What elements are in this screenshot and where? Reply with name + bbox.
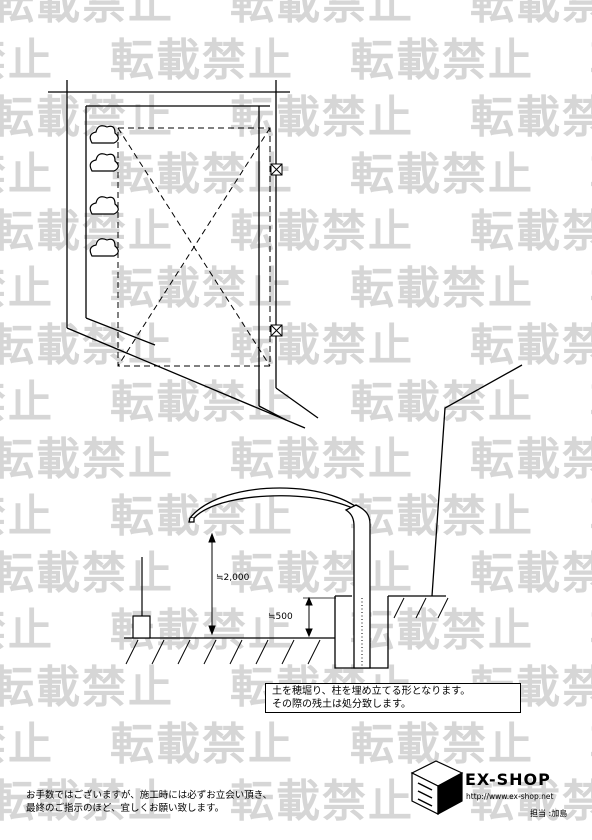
footer-line-2: 最終のご指示のほど、宜しくお願い致します。	[26, 803, 225, 814]
footer-line-1: お手数ではございますが、施工時には必ずお立会い頂き、	[26, 790, 273, 801]
watermark-text: 転載禁止	[470, 434, 592, 485]
dim-2000-arrow-bottom	[208, 625, 216, 636]
watermark-text: 転載禁止	[350, 377, 534, 428]
watermark-text: 転載禁止	[350, 149, 534, 200]
watermark-text: 転載禁止	[0, 263, 54, 314]
watermark-text: 転載禁止	[470, 92, 592, 143]
watermark-text: 転載禁止	[0, 548, 174, 599]
shrub-icon	[89, 196, 119, 215]
leader-line	[431, 364, 523, 597]
watermark-text: 転載禁止	[0, 92, 174, 143]
watermark-text: 転載禁止	[0, 491, 54, 542]
watermark-text: 転載禁止	[0, 434, 174, 485]
dimension-lines	[208, 532, 336, 638]
watermark-text: 転載禁止	[230, 92, 414, 143]
carport-outline-dashed	[117, 127, 271, 367]
watermark-text: 転載禁止	[0, 605, 54, 656]
ground-hatching	[125, 597, 449, 665]
watermark-text: 転載禁止	[110, 263, 294, 314]
watermark-text: 転載禁止	[470, 548, 592, 599]
watermark-text: 転載禁止	[230, 434, 414, 485]
plan-bottom-slant	[66, 327, 306, 429]
elevation-view	[124, 364, 523, 669]
watermark-text: 転載禁止	[230, 206, 414, 257]
note-line-2: その際の残土は処分致します。	[272, 699, 411, 710]
carport-diagonal-b	[117, 127, 271, 367]
watermark-text: 転載禁止	[230, 776, 414, 827]
carport-roof-footprint	[117, 127, 271, 367]
watermark-text: 転載禁止	[110, 149, 294, 200]
watermark-text: 転載禁止	[230, 0, 414, 29]
watermark-text: 転載禁止	[590, 719, 592, 770]
watermark-text: 転載禁止	[0, 320, 174, 371]
reference-base	[132, 615, 151, 639]
watermark-text: 転載禁止	[230, 548, 414, 599]
excavation-note: 土を穂堀り、柱を埋め立てる形となります。 その際の残土は処分致します。	[265, 683, 521, 713]
watermark-text: 転載禁止	[470, 206, 592, 257]
plan-right-wall-foot-inner	[258, 405, 287, 421]
shrub-icon	[89, 125, 119, 144]
dimension-label-500: ≒500	[268, 612, 293, 622]
watermark-text: 転載禁止	[110, 35, 294, 86]
watermark-text: 転載禁止	[0, 149, 54, 200]
plan-inner-slant	[85, 317, 156, 346]
watermark-text: 転載禁止	[0, 776, 174, 827]
carport-structure	[188, 487, 371, 669]
watermark-text: 転載禁止	[110, 377, 294, 428]
watermark-text: 転載禁止	[470, 776, 592, 827]
watermark-text: 転載禁止	[0, 0, 174, 29]
watermark-text: 転載禁止	[590, 377, 592, 428]
carport-roof-end	[188, 517, 195, 523]
shrub-icon	[89, 238, 119, 257]
shrub-icon	[89, 153, 119, 172]
watermark-text: 転載禁止	[590, 263, 592, 314]
post-marker-bottom	[270, 324, 283, 337]
reference-figure	[132, 557, 151, 639]
footer-message: お手数ではございますが、施工時には必ずお立会い頂き、 最終のご指示のほど、宜しく…	[26, 789, 272, 815]
watermark-text: 転載禁止	[110, 491, 294, 542]
watermark-text: 転載禁止	[590, 491, 592, 542]
post-markers	[270, 163, 283, 337]
watermark-text: 転載禁止	[0, 377, 54, 428]
watermark-text: 転載禁止	[470, 320, 592, 371]
watermark-text: 転載禁止	[0, 35, 54, 86]
watermark-text: 転載禁止	[0, 206, 174, 257]
dim-2000-arrow-top	[208, 532, 216, 543]
watermark-text: 転載禁止	[590, 605, 592, 656]
watermark-text: 転載禁止	[230, 320, 414, 371]
watermark-text: 転載禁止	[0, 662, 174, 713]
watermark-text: 転載禁止	[350, 605, 534, 656]
shrubs	[89, 125, 119, 257]
logo-url: http://www.ex-shop.net	[466, 792, 554, 801]
watermark-text: 転載禁止	[470, 0, 592, 29]
ex-shop-logo-icon	[410, 760, 464, 816]
logo-text: EX-SHOP	[465, 770, 551, 789]
watermark-text: 転載禁止	[350, 491, 534, 542]
watermark-text: 転載禁止	[590, 149, 592, 200]
dim-500-arrow-bottom	[305, 628, 313, 638]
plan-right-wall-foot	[275, 387, 319, 419]
watermark-text: 転載禁止	[350, 263, 534, 314]
post-marker-top	[270, 163, 283, 176]
dimension-label-2000: ≒2,000	[216, 573, 250, 583]
note-line-1: 土を穂堀り、柱を埋め立てる形となります。	[272, 686, 471, 697]
watermark-text: 転載禁止	[350, 35, 534, 86]
watermark-text: 転載禁止	[590, 35, 592, 86]
staff-label: 担当 :加島	[530, 809, 568, 818]
watermark-text: 転載禁止	[0, 719, 54, 770]
dim-500-arrow-top	[305, 596, 313, 606]
plan-view	[48, 80, 319, 429]
watermark-text: 転載禁止	[350, 719, 534, 770]
watermark-text: 転載禁止	[110, 719, 294, 770]
carport-post	[344, 504, 371, 669]
